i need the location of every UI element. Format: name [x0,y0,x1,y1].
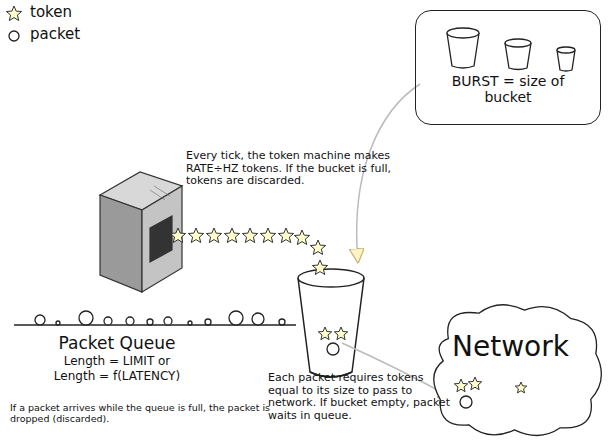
drop-note: If a packet arrives while the queue is f… [10,403,272,425]
bucket-sizes [447,28,575,71]
packet-circle [79,311,93,325]
packet-circle [188,321,192,325]
token-star [515,382,526,393]
token-star [310,240,325,255]
bucket [298,269,364,377]
packet-circle [327,343,339,355]
token-star [206,228,221,243]
token-star [294,230,309,245]
legend-text: packet [30,26,80,43]
token-star [468,377,481,390]
packet-circle [56,321,60,325]
legend-text: token [30,4,72,21]
packet-circle [229,311,243,325]
packet-circle [126,317,134,325]
packet-circle [147,319,153,325]
packet-circle [164,317,172,325]
token-star [334,327,347,340]
token-star [242,228,257,243]
packet-circle [252,313,264,325]
packet-circle [104,317,112,325]
burst-box: BURST = size of bucket [415,10,601,125]
packet-circle [35,315,45,325]
network-tokens [428,298,606,440]
packet-circle [460,396,472,408]
queue-length: Length = LIMIT or [32,355,202,369]
token-star [188,228,203,243]
packet-circle [279,319,285,325]
token-star [278,228,293,243]
token-star [454,379,467,392]
queue-length: Length = f(LATENCY) [32,370,202,384]
token-star [6,6,21,21]
packet-note: Each packet requires tokens equal to its… [268,372,456,423]
packet-circle [205,319,211,325]
queue-title: Packet Queue [32,334,202,354]
token-star [260,228,275,243]
token-star [170,228,185,243]
token-star [312,260,327,275]
burst-label: BURST = size of bucket [433,73,583,105]
token-machine [100,172,182,292]
cloud-outline [428,298,606,440]
token-note: Every tick, the token machine makes RATE… [186,150,406,188]
token-star [224,228,239,243]
network-cloud: Network [428,298,606,440]
packet-circle [9,31,19,41]
token-star [318,327,331,340]
network-label: Network [452,330,606,363]
